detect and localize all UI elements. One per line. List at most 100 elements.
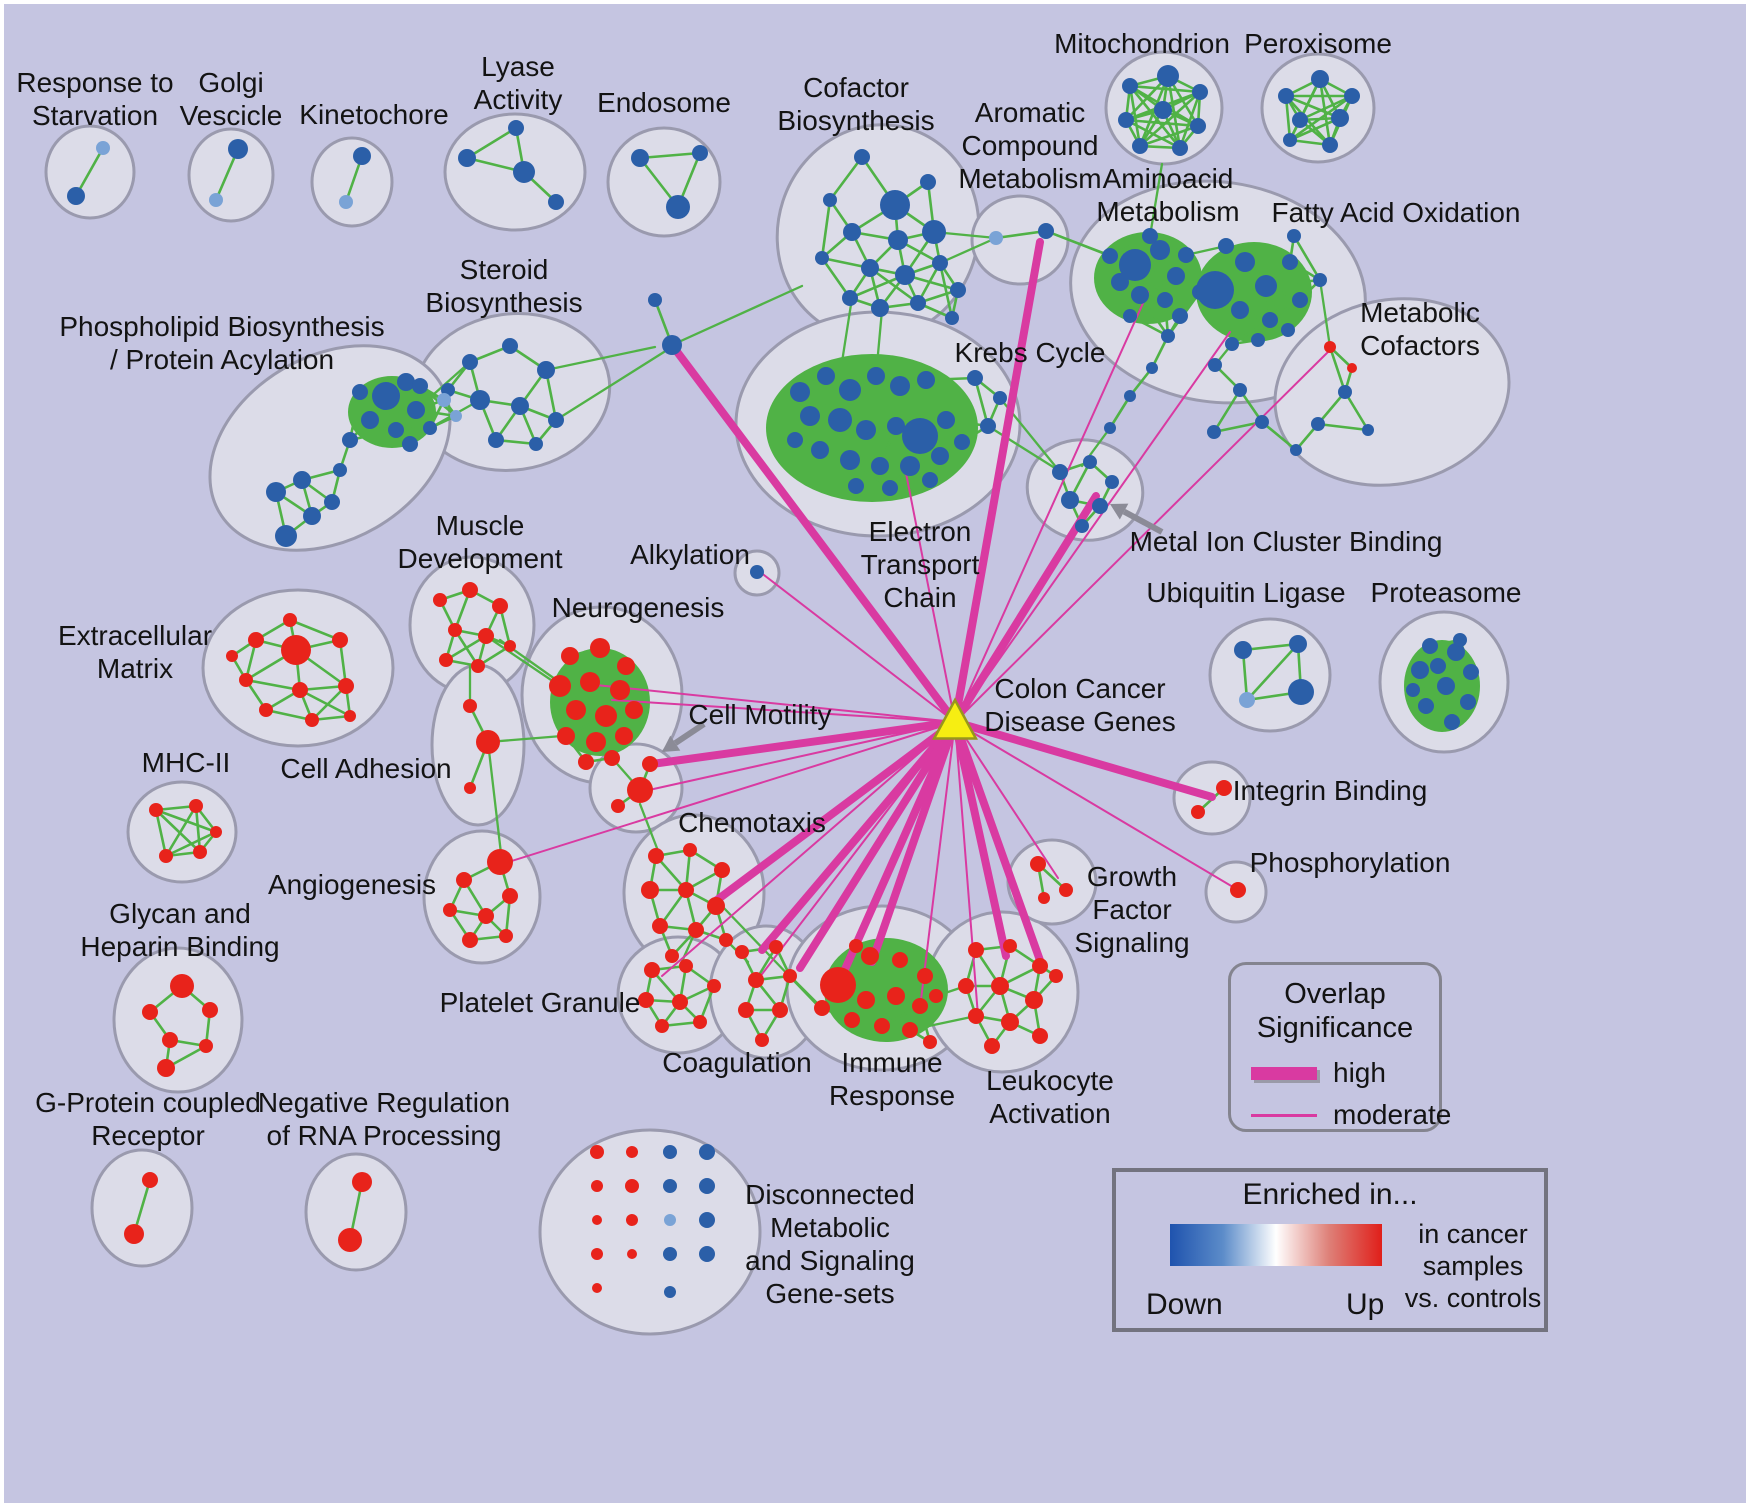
cofactor-biosynthesis-label: Biosynthesis bbox=[777, 105, 934, 136]
lyase-activity-label: Lyase bbox=[481, 51, 555, 82]
cofactor-biosynthesis-node bbox=[945, 311, 959, 325]
immune-response-node bbox=[857, 991, 875, 1009]
kinetochore-node bbox=[353, 147, 371, 165]
platelet-granule-node bbox=[644, 962, 660, 978]
electron-transport-chain-node bbox=[900, 456, 920, 476]
angiogenesis-node bbox=[456, 872, 472, 888]
fatty-acid-oxidation-node bbox=[1255, 275, 1277, 297]
leukocyte-activation-node bbox=[1032, 958, 1048, 974]
lyase-activity-edge bbox=[465, 126, 518, 160]
enriched-note-line1: in cancer bbox=[1418, 1219, 1528, 1249]
inter-cluster-edge bbox=[908, 1014, 978, 1032]
electron-transport-chain-node bbox=[811, 441, 829, 459]
aromatic-compound-metabolism-edge bbox=[994, 229, 1048, 240]
disconnected-gene-sets-node bbox=[663, 1145, 677, 1159]
metal-ion-cluster-binding-node bbox=[1092, 498, 1108, 514]
cell-motility-node bbox=[611, 799, 625, 813]
negative-regulation-rna-node bbox=[338, 1228, 362, 1252]
mhc-ii-edge bbox=[154, 808, 202, 854]
immune-response-node bbox=[874, 1018, 890, 1034]
angiogenesis-node bbox=[443, 903, 457, 917]
coagulation-node bbox=[772, 1002, 788, 1018]
leukocyte-activation-node bbox=[1032, 1028, 1048, 1044]
junction-node bbox=[662, 335, 682, 355]
extracellular-matrix-edge bbox=[298, 688, 352, 718]
integrin-binding-label: Integrin Binding bbox=[1233, 775, 1428, 806]
aromatic-compound-metabolism-label: Aromatic bbox=[975, 97, 1085, 128]
phospholipid-biosynthesis-label: Phospholipid Biosynthesis bbox=[59, 311, 384, 342]
cofactor-biosynthesis-edge bbox=[868, 266, 920, 305]
metal-ion-cluster-binding-node bbox=[1105, 475, 1119, 489]
aminoacid-metabolism-node bbox=[1124, 390, 1136, 402]
cofactor-biosynthesis-edge bbox=[828, 155, 864, 202]
fatty-acid-oxidation-node bbox=[1262, 312, 1278, 328]
neurogenesis-node bbox=[561, 647, 579, 665]
fatty-acid-oxidation-node bbox=[1287, 229, 1301, 243]
peroxisome-edge bbox=[1318, 77, 1332, 147]
phospholipid-biosynthesis-node bbox=[266, 482, 286, 502]
phospholipid-biosynthesis-edge bbox=[348, 390, 362, 442]
mhc-ii-label: MHC-II bbox=[142, 747, 231, 778]
extracellular-matrix-edge bbox=[244, 678, 302, 692]
peroxisome-node bbox=[1278, 88, 1294, 104]
phospholipid-biosynthesis-node bbox=[324, 494, 340, 510]
g-protein-coupled-receptor-label: G-Protein coupled bbox=[35, 1087, 261, 1118]
disconnected-gene-sets-label: Metabolic bbox=[770, 1212, 890, 1243]
response-to-starvation-label: Starvation bbox=[32, 100, 158, 131]
metal-ion-cluster-binding-node bbox=[1075, 519, 1089, 533]
extracellular-matrix-node bbox=[281, 635, 311, 665]
overlap-edge-moderate bbox=[919, 721, 956, 1009]
fatty-acid-oxidation-node bbox=[1251, 333, 1265, 347]
phospholipid-biosynthesis-node bbox=[407, 401, 425, 419]
overlap-edge-moderate bbox=[501, 721, 956, 865]
immune-response-node bbox=[923, 1035, 937, 1049]
overlap-edge-moderate bbox=[611, 699, 956, 723]
aminoacid-metabolism-node bbox=[1111, 273, 1129, 291]
cofactor-biosynthesis-node bbox=[910, 295, 926, 311]
cofactor-biosynthesis-node bbox=[815, 251, 829, 265]
immune-response-node bbox=[917, 968, 933, 984]
peroxisome-edge bbox=[1298, 94, 1354, 122]
metal-ion-cluster-binding-region bbox=[1025, 438, 1145, 542]
angiogenesis-node bbox=[462, 932, 478, 948]
phospholipid-biosynthesis-node bbox=[275, 525, 297, 547]
response-to-starvation-node bbox=[96, 141, 110, 155]
cell-adhesion-node bbox=[463, 699, 477, 713]
coagulation-node bbox=[748, 972, 764, 988]
platelet-granule-node bbox=[693, 1015, 707, 1029]
integrin-binding-node bbox=[1191, 805, 1205, 819]
phospholipid-biosynthesis-node bbox=[423, 421, 437, 435]
phospholipid-biosynthesis-node bbox=[388, 422, 404, 438]
ubiquitin-ligase-node bbox=[1234, 641, 1252, 659]
metabolic-cofactors-edge bbox=[1328, 345, 1347, 394]
neurogenesis-node bbox=[604, 750, 620, 766]
immune-response-node bbox=[814, 1000, 830, 1016]
glycan-heparin-binding-node bbox=[170, 974, 194, 998]
coagulation-node bbox=[735, 945, 749, 959]
cell-adhesion-label: Cell Adhesion bbox=[280, 753, 451, 784]
neurogenesis-label: Neurogenesis bbox=[552, 592, 725, 623]
muscle-development-node bbox=[439, 653, 453, 667]
phospholipid-biosynthesis-node bbox=[402, 436, 418, 452]
mitochondrion-edge bbox=[1166, 74, 1182, 150]
neurogenesis-node bbox=[566, 700, 586, 720]
aminoacid-metabolism-node bbox=[1161, 329, 1175, 343]
metal-ion-cluster-binding-node bbox=[1061, 491, 1079, 509]
extracellular-matrix-node bbox=[344, 710, 356, 722]
cofactor-biosynthesis-node bbox=[854, 149, 870, 165]
angiogenesis-label: Angiogenesis bbox=[268, 869, 436, 900]
platelet-granule-node bbox=[707, 979, 721, 993]
chemotaxis-node bbox=[707, 897, 725, 915]
enriched-gradient-bar bbox=[1170, 1224, 1382, 1266]
cofactor-biosynthesis-node bbox=[888, 230, 908, 250]
disconnected-gene-sets-label: Gene-sets bbox=[765, 1278, 894, 1309]
growth-factor-signaling-node bbox=[1038, 892, 1050, 904]
glycan-heparin-binding-node bbox=[199, 1039, 213, 1053]
chemotaxis-node bbox=[719, 933, 733, 947]
platelet-granule-label: Platelet Granule bbox=[440, 987, 641, 1018]
lyase-activity-node bbox=[548, 194, 564, 210]
mitochondrion-node bbox=[1192, 84, 1208, 100]
fatty-acid-oxidation-edge bbox=[1292, 234, 1322, 282]
aminoacid-metabolism-node bbox=[1172, 308, 1188, 324]
